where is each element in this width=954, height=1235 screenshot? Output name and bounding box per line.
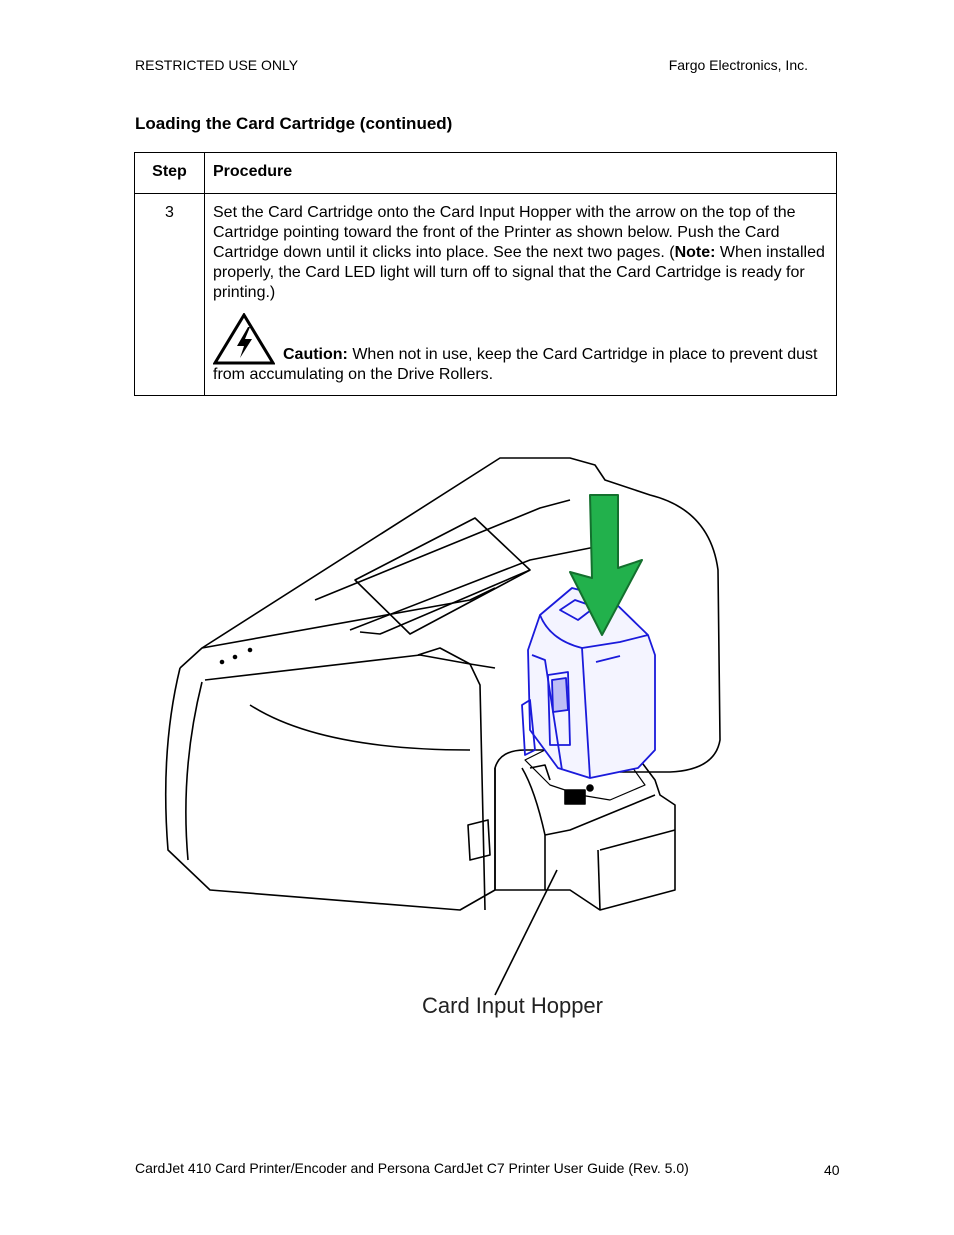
note-label: Note: bbox=[674, 244, 716, 261]
card-input-hopper-label: Card Input Hopper bbox=[422, 993, 603, 1018]
printer-illustration bbox=[150, 450, 730, 1030]
procedure-text-before-note: Set the Card Cartridge onto the Card Inp… bbox=[213, 204, 796, 261]
header-left: RESTRICTED USE ONLY bbox=[135, 57, 299, 73]
procedure-text-after-note: When installed properly, the Card LED li… bbox=[213, 244, 825, 301]
caution-label: Caution: bbox=[283, 346, 348, 363]
printer-body-outline bbox=[179, 457, 721, 773]
procedure-column-header: Procedure bbox=[204, 152, 837, 194]
high-voltage-warning-icon bbox=[212, 312, 276, 365]
insert-direction-arrow bbox=[569, 494, 643, 636]
procedure-paragraph: Set the Card Cartridge onto the Card Inp… bbox=[213, 203, 828, 303]
section-title: Loading the Card Cartridge (continued) bbox=[135, 114, 453, 133]
label-leader-line bbox=[494, 869, 558, 996]
table-row: 3 Set the Card Cartridge onto the Card I… bbox=[134, 193, 837, 396]
step-number: 3 bbox=[134, 193, 205, 396]
caution-text: When not in use, keep the Card Cartridge… bbox=[213, 346, 818, 383]
table-header-row: Step Procedure bbox=[134, 152, 837, 194]
header-right: Fargo Electronics, Inc. bbox=[668, 57, 808, 73]
caution-block: Caution: When not in use, keep the Card … bbox=[212, 312, 828, 385]
footer-title: CardJet 410 Card Printer/Encoder and Per… bbox=[135, 1160, 689, 1176]
page-number: 40 bbox=[824, 1162, 840, 1178]
procedure-table: Step Procedure 3 Set the Card Cartridge … bbox=[134, 152, 837, 396]
step-column-header: Step bbox=[134, 152, 205, 194]
procedure-text: Set the Card Cartridge onto the Card Inp… bbox=[204, 193, 837, 396]
card-cartridge bbox=[521, 587, 656, 779]
